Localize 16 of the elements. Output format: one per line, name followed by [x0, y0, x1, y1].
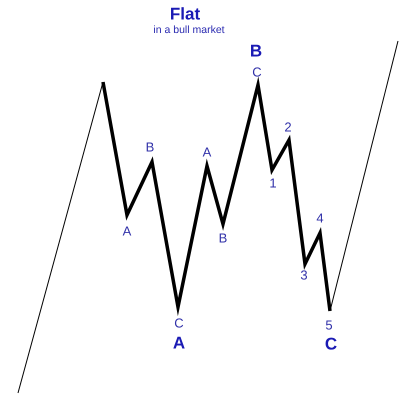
wave-label: 5 — [325, 318, 333, 332]
wave-label: B — [218, 232, 228, 244]
wave-label: C — [252, 66, 262, 78]
major-wave-label: B — [250, 42, 262, 60]
subtitle: in a bull market — [153, 24, 225, 36]
wave-label: 2 — [284, 120, 292, 134]
wave-label: A — [122, 224, 132, 238]
wave-label: 4 — [316, 212, 324, 224]
wave-label: 1 — [269, 176, 277, 190]
wave-label: A — [202, 146, 212, 158]
wave-label: 3 — [300, 268, 308, 282]
title: Flat — [170, 6, 200, 22]
major-wave-label: A — [172, 334, 186, 352]
wave-label: C — [174, 316, 184, 330]
wave-label: B — [146, 140, 154, 154]
major-wave-label: C — [324, 336, 338, 352]
